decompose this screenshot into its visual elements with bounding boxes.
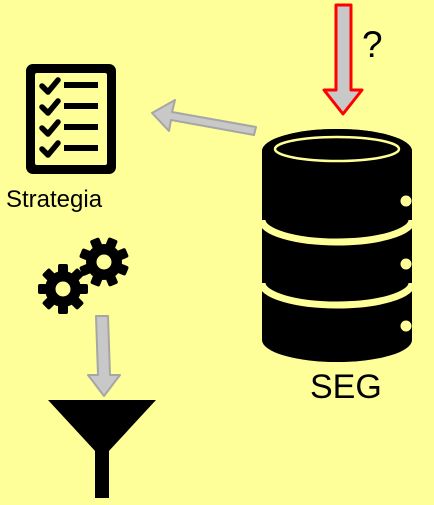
question-mark-label: ?: [362, 24, 383, 65]
question-input-arrow: [322, 3, 364, 116]
arrow-db-to-strategy: [151, 99, 257, 136]
strategy-label: Strategia: [6, 186, 103, 213]
seg-label: SEG: [310, 368, 382, 406]
checklist-icon: [26, 64, 116, 174]
funnel-icon: [48, 400, 156, 498]
database-icon: [258, 129, 416, 362]
arrow-gears-to-funnel: [87, 315, 121, 397]
gears-icon: [38, 237, 129, 314]
